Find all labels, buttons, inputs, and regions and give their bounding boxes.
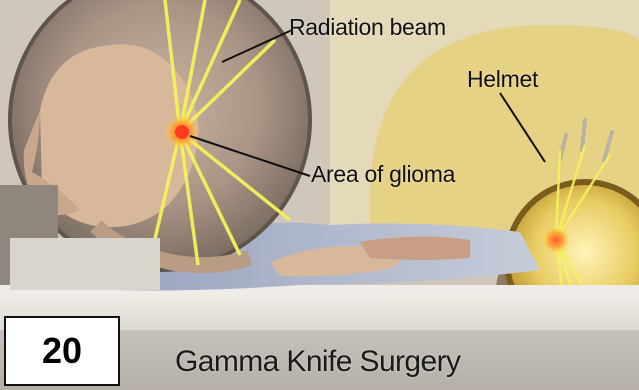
caption: Gamma Knife Surgery (175, 345, 460, 379)
helmet-label: Helmet (467, 66, 538, 93)
radiation-beam-label: Radiation beam (289, 14, 446, 41)
slide-number: 20 (4, 316, 120, 386)
glioma-label: Area of glioma (311, 161, 455, 188)
